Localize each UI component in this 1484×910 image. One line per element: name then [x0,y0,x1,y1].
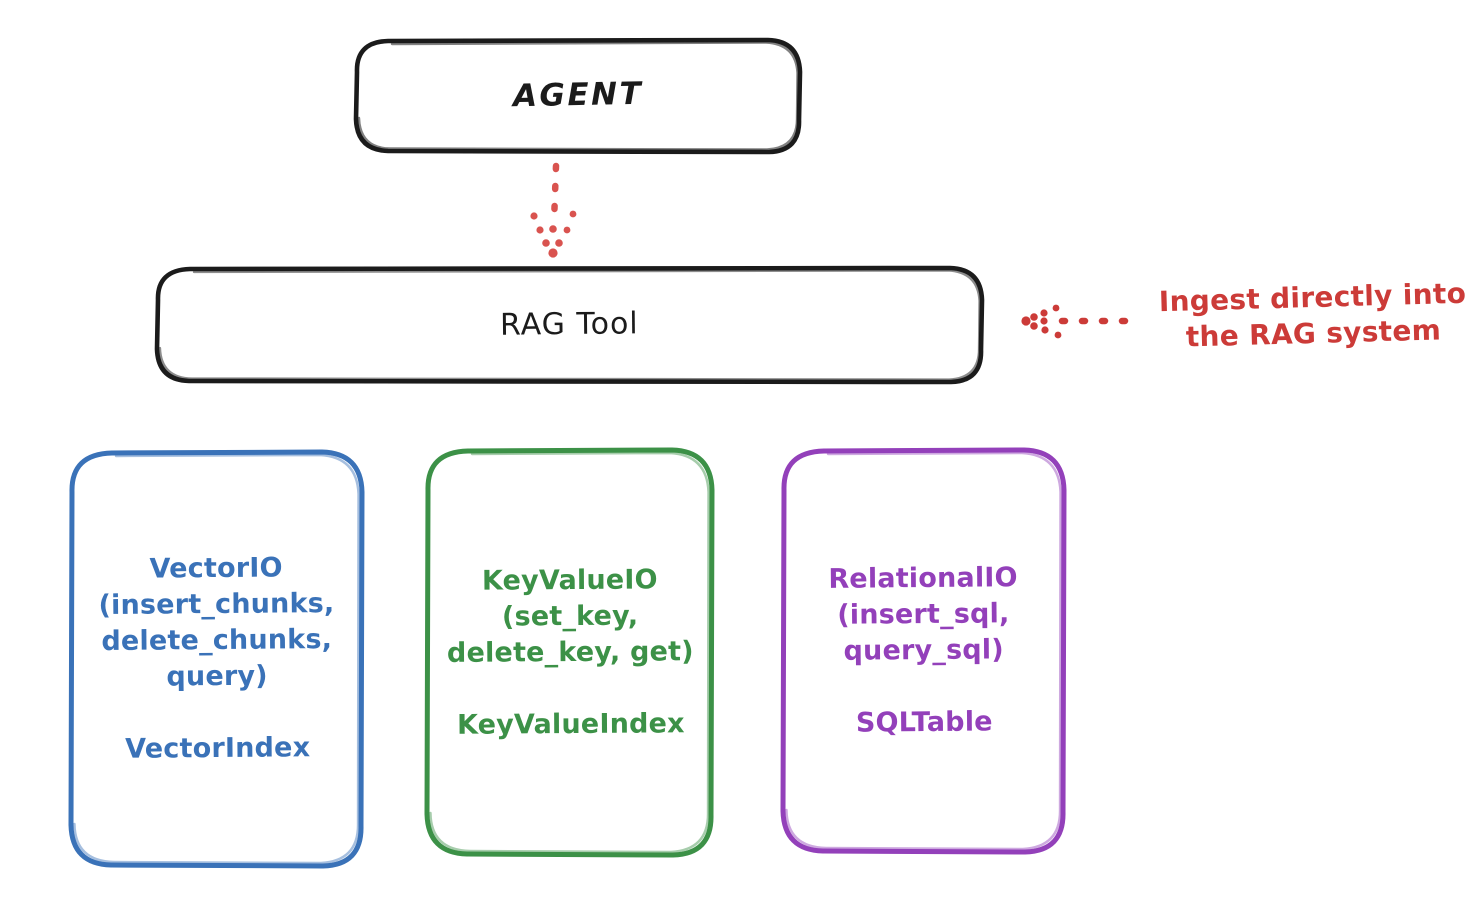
agent-box-outline-sketch [357,41,799,151]
relationalio-box-outline [780,447,1067,855]
node-vectorio[interactable]: VectorIO (insert_chunks, delete_chunks, … [72,452,362,866]
node-relationalio-label: RelationalIO (insert_sql, query_sql) SQL… [828,562,1019,739]
keyvalueio-box-outline-sketch [429,451,710,854]
node-agent[interactable]: AGENT [356,40,800,152]
keyvalueio-box-outline [424,447,715,858]
agent-box-outline [353,37,803,155]
annotation-ingest-note: Ingest directly into the RAG system [1158,276,1467,354]
node-vectorio-label: VectorIO (insert_chunks, delete_chunks, … [98,552,335,765]
vectorio-box-outline [68,449,365,869]
node-agent-label: AGENT [512,75,644,115]
node-rag-tool[interactable]: RAG Tool [157,268,982,382]
rag-tool-box-outline [154,265,985,385]
connector-note-to-rag-tool [1021,304,1137,339]
relationalio-box-outline-sketch [785,451,1062,851]
node-keyvalueio[interactable]: KeyValueIO (set_key, delete_key, get) Ke… [428,450,712,855]
node-keyvalueio-label: KeyValueIO (set_key, delete_key, get) Ke… [446,564,694,741]
connector-agent-to-rag-tool [530,162,577,258]
rag-tool-box-outline-sketch [158,269,981,381]
node-rag-tool-label: RAG Tool [499,306,640,343]
vectorio-box-outline-sketch [73,453,360,865]
node-relationalio[interactable]: RelationalIO (insert_sql, query_sql) SQL… [785,450,1063,852]
